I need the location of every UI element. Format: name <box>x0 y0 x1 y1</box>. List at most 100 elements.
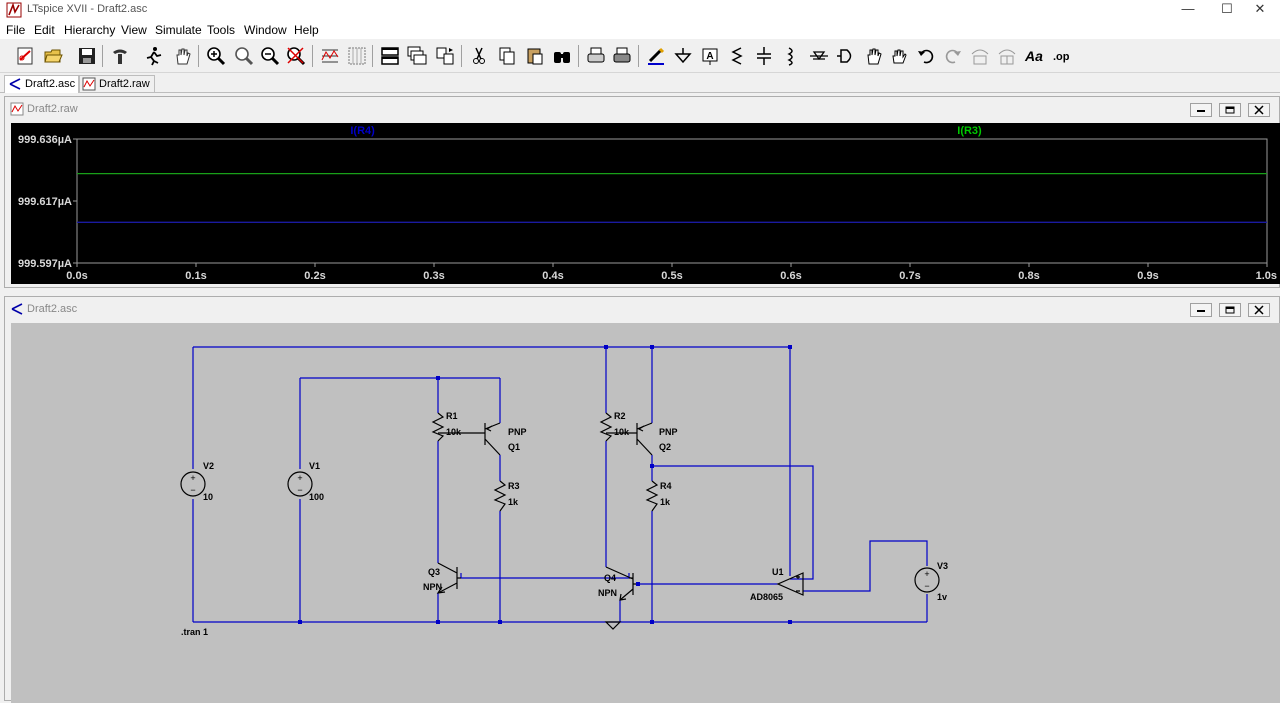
copy-icon[interactable] <box>495 44 519 68</box>
tile-vertical-icon[interactable] <box>433 44 457 68</box>
open-icon[interactable] <box>41 44 65 68</box>
tab-label: Draft2.raw <box>99 78 150 90</box>
svg-text:.op: .op <box>1053 51 1070 63</box>
tab-draft2-raw[interactable]: Draft2.raw <box>78 75 155 93</box>
tile-horizontal-icon[interactable] <box>378 44 402 68</box>
drag-icon[interactable] <box>887 44 911 68</box>
rotate-icon[interactable] <box>968 44 992 68</box>
diode-icon[interactable] <box>807 44 831 68</box>
redo-icon[interactable] <box>941 44 965 68</box>
new-schematic-icon[interactable] <box>13 44 37 68</box>
mirror-icon[interactable] <box>995 44 1019 68</box>
cascade-icon[interactable] <box>405 44 429 68</box>
waveform-restore-button[interactable] <box>1219 103 1241 117</box>
grid-icon[interactable] <box>345 44 369 68</box>
spice-directive-icon[interactable]: .op <box>1050 44 1074 68</box>
save-icon[interactable] <box>75 44 99 68</box>
plot-frame <box>76 138 1268 264</box>
zoom-in-icon[interactable] <box>204 44 228 68</box>
x-tick-label: 0.8s <box>1018 270 1039 282</box>
transistor-q2[interactable]: PNP Q2 <box>606 422 678 456</box>
tab-draft2-asc[interactable]: Draft2.asc <box>4 75 81 93</box>
zoom-fit-icon[interactable] <box>284 44 308 68</box>
print-setup-icon[interactable] <box>610 44 634 68</box>
menu-bar: File Edit Hierarchy View Simulate Tools … <box>0 20 1280 39</box>
schematic-canvas[interactable]: + − V2 10 + − V1 100 + − V3 1v <box>11 323 1280 703</box>
label-icon[interactable]: A <box>698 44 722 68</box>
opamp-u1[interactable]: U1 AD8065 <box>750 567 804 602</box>
move-icon[interactable] <box>861 44 885 68</box>
waveform-close-button[interactable] <box>1248 103 1270 117</box>
paste-icon[interactable] <box>523 44 547 68</box>
autorange-icon[interactable] <box>318 44 342 68</box>
r1-value: 10k <box>446 427 462 437</box>
resistor-r2[interactable]: R2 10k <box>599 411 630 442</box>
resistor-r4[interactable]: R4 1k <box>645 480 672 512</box>
text-icon[interactable]: Aa <box>1022 44 1046 68</box>
waveform-minimize-button[interactable] <box>1190 103 1212 117</box>
ground-icon[interactable] <box>671 44 695 68</box>
x-tick-label: 0.3s <box>423 270 444 282</box>
undo-icon[interactable] <box>914 44 938 68</box>
menu-file[interactable]: File <box>6 23 26 37</box>
find-icon[interactable] <box>550 44 574 68</box>
schematic-drawing[interactable]: + − V2 10 + − V1 100 + − V3 1v <box>11 323 1280 703</box>
close-button[interactable]: ✕ <box>1254 1 1266 16</box>
voltage-source-v1[interactable]: + − V1 100 <box>287 461 324 502</box>
menu-hierarchy[interactable]: Hierarchy <box>64 23 116 37</box>
schematic-window-title: Draft2.asc <box>27 303 78 315</box>
u1-name: U1 <box>772 567 784 577</box>
x-tick-label: 0.1s <box>185 270 206 282</box>
spice-directive[interactable]: .tran 1 <box>181 627 208 637</box>
transistor-q3[interactable]: Q3 NPN <box>423 562 461 594</box>
wire-icon[interactable] <box>644 44 668 68</box>
q2-name: Q2 <box>659 442 671 452</box>
menu-simulate[interactable]: Simulate <box>155 23 202 37</box>
trace-label[interactable]: I(R4) <box>350 125 375 137</box>
zoom-pan-icon[interactable] <box>232 44 256 68</box>
schematic-minimize-button[interactable] <box>1190 303 1212 317</box>
print-icon[interactable] <box>584 44 608 68</box>
r4-name: R4 <box>660 481 672 491</box>
u1-model: AD8065 <box>750 592 783 602</box>
q1-type: PNP <box>508 427 527 437</box>
component-icon[interactable] <box>834 44 858 68</box>
zoom-out-icon[interactable] <box>258 44 282 68</box>
voltage-source-v3[interactable]: + − V3 1v <box>914 561 948 602</box>
x-tick-label: 0.7s <box>899 270 920 282</box>
control-panel-icon[interactable] <box>108 44 132 68</box>
resistor-icon[interactable] <box>725 44 749 68</box>
cut-icon[interactable] <box>467 44 491 68</box>
menu-help[interactable]: Help <box>294 23 319 37</box>
minimize-button[interactable]: — <box>1181 1 1195 16</box>
v2-name: V2 <box>203 461 214 471</box>
r1-name: R1 <box>446 411 458 421</box>
capacitor-icon[interactable] <box>752 44 776 68</box>
inductor-icon[interactable] <box>779 44 803 68</box>
menu-window[interactable]: Window <box>244 23 287 37</box>
resistor-r1[interactable]: R1 10k <box>431 411 462 442</box>
v1-name: V1 <box>309 461 320 471</box>
y-tick-label: 999.617µA <box>18 196 72 208</box>
voltage-source-v2[interactable]: + − V2 10 <box>180 461 214 502</box>
schematic-close-button[interactable] <box>1248 303 1270 317</box>
resistor-r3[interactable]: R3 1k <box>493 480 520 512</box>
trace-label[interactable]: I(R3) <box>957 125 982 137</box>
q3-name: Q3 <box>428 567 440 577</box>
menu-tools[interactable]: Tools <box>207 23 236 37</box>
menu-edit[interactable]: Edit <box>34 23 55 37</box>
maximize-button[interactable]: ☐ <box>1221 1 1233 16</box>
run-icon[interactable] <box>141 44 165 68</box>
transistor-q1[interactable]: PNP Q1 <box>438 422 527 456</box>
x-tick-label: 0.9s <box>1137 270 1158 282</box>
schematic-icon <box>11 303 23 315</box>
halt-icon[interactable] <box>170 44 194 68</box>
r2-value: 10k <box>614 427 630 437</box>
menu-view[interactable]: View <box>121 23 147 37</box>
schematic-restore-button[interactable] <box>1219 303 1241 317</box>
v3-name: V3 <box>937 561 948 571</box>
transistor-q4[interactable]: Q4 NPN <box>598 566 636 601</box>
